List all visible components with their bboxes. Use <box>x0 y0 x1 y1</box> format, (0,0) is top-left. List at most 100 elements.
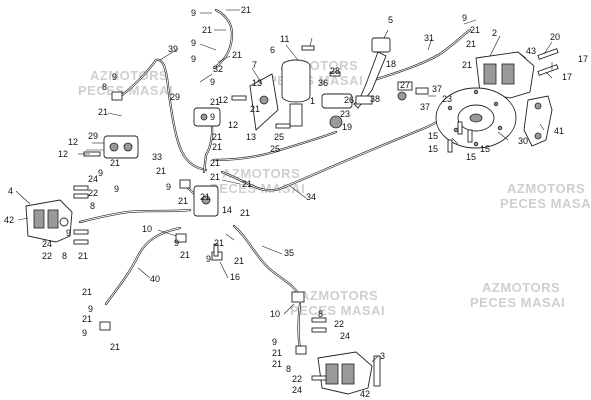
small-bolts <box>83 45 473 381</box>
callout-label: 13 <box>252 78 262 88</box>
callout-label: 23 <box>340 109 350 119</box>
callout-label: 9 <box>272 337 277 347</box>
callout-label: 21 <box>212 132 222 142</box>
callout-label: 9 <box>66 228 71 238</box>
callout-label: 12 <box>68 137 78 147</box>
callout-label: 10 <box>270 309 280 319</box>
callout-label: 12 <box>228 120 238 130</box>
callout-label: 7 <box>252 60 257 70</box>
brake-line-40 <box>104 226 182 306</box>
callout-label: 12 <box>58 149 68 159</box>
callout-label: 13 <box>246 132 256 142</box>
callout-label: 9 <box>82 328 87 338</box>
callout-label: 21 <box>82 314 92 324</box>
callout-label: 37 <box>432 84 442 94</box>
callout-label: 21 <box>180 250 190 260</box>
callout-label: 19 <box>342 122 352 132</box>
callout-label: 34 <box>306 192 316 202</box>
callout-label: 29 <box>170 92 180 102</box>
callout-label: 9 <box>210 112 215 122</box>
callout-label: 32 <box>213 64 223 74</box>
brake-disc <box>435 87 517 149</box>
callout-label: 9 <box>88 304 93 314</box>
callout-label: 22 <box>42 251 52 261</box>
callout-label: 17 <box>578 54 588 64</box>
watermark-dealer: PECES MASAI <box>470 295 565 310</box>
callout-label: 9 <box>174 238 179 248</box>
brake-distributor <box>193 185 219 217</box>
callout-label: 9 <box>114 184 119 194</box>
watermark-brand: AZMOTORS <box>222 166 300 181</box>
callout-label: 9 <box>191 8 196 18</box>
watermark-brand: AZMOTORS <box>507 181 585 196</box>
callout-label: 31 <box>424 33 434 43</box>
callout-label: 11 <box>280 34 289 44</box>
callout-label: 24 <box>42 239 52 249</box>
callout-label: 8 <box>90 201 95 211</box>
callout-label: 9 <box>462 13 467 23</box>
parts <box>25 37 559 395</box>
callout-label: 21 <box>470 25 480 35</box>
callout-label: 21 <box>242 179 252 189</box>
callout-label: 40 <box>150 274 160 284</box>
callout-label: 12 <box>218 95 228 105</box>
callout-label: 21 <box>232 50 242 60</box>
bolt-set-left <box>73 185 89 245</box>
callout-label: 8 <box>102 82 107 92</box>
callout-label: 24 <box>340 331 350 341</box>
callout-label: 23 <box>442 94 452 104</box>
callout-label: 21 <box>210 158 220 168</box>
callout-label: 43 <box>526 46 536 56</box>
callout-label: 21 <box>212 142 222 152</box>
callout-label: 24 <box>88 174 98 184</box>
rear-master-cylinder <box>321 93 373 129</box>
watermark-dealer: PECES MASAI <box>78 83 173 98</box>
callout-label: 21 <box>78 251 88 261</box>
brake-union-center <box>193 107 221 127</box>
callout-label: 6 <box>270 45 275 55</box>
callout-label: 26 <box>344 95 354 105</box>
callout-label: 4 <box>8 186 13 196</box>
callout-label: 20 <box>550 32 560 42</box>
callout-label: 9 <box>98 168 103 178</box>
callout-label: 21 <box>82 287 92 297</box>
callout-label: 30 <box>518 136 528 146</box>
callout-label: 15 <box>466 152 476 162</box>
callout-label: 21 <box>272 348 282 358</box>
callout-label: 8 <box>286 364 291 374</box>
callout-label: 10 <box>142 224 152 234</box>
callout-label: 22 <box>292 374 302 384</box>
callout-label: 15 <box>480 144 490 154</box>
callout-label: 18 <box>386 59 396 69</box>
brake-caliper-rear <box>317 351 381 395</box>
brake-union-left <box>86 135 139 159</box>
callout-label: 21 <box>214 238 224 248</box>
callout-label: 21 <box>272 359 282 369</box>
master-cylinder-reservoir <box>281 59 311 127</box>
callout-label: 29 <box>88 131 98 141</box>
brake-pedal <box>353 37 391 109</box>
callout-label: 38 <box>370 94 380 104</box>
callout-label: 35 <box>284 248 294 258</box>
callout-label: 16 <box>230 272 240 282</box>
callout-label: 15 <box>428 131 438 141</box>
leader-lines <box>15 9 553 363</box>
caliper-bracket <box>523 95 553 147</box>
callout-label: 3 <box>380 351 385 361</box>
callout-label: 21 <box>250 104 260 114</box>
callout-label: 25 <box>270 144 280 154</box>
callout-label: 8 <box>318 309 323 319</box>
watermark-brand: AZMOTORS <box>482 280 560 295</box>
watermark-dealer: PECES MASAI <box>500 196 591 211</box>
callout-label: 42 <box>360 389 370 399</box>
watermark-dealer: PECES MASAI <box>290 303 385 318</box>
callout-label: 21 <box>210 172 220 182</box>
callout-label: 21 <box>200 192 210 202</box>
callout-label: 24 <box>292 385 302 395</box>
callout-label: 21 <box>110 158 120 168</box>
callout-label: 21 <box>462 60 472 70</box>
callout-label: 21 <box>240 208 250 218</box>
brake-caliper-right-front <box>475 51 535 99</box>
callout-label: 1 <box>310 96 315 106</box>
